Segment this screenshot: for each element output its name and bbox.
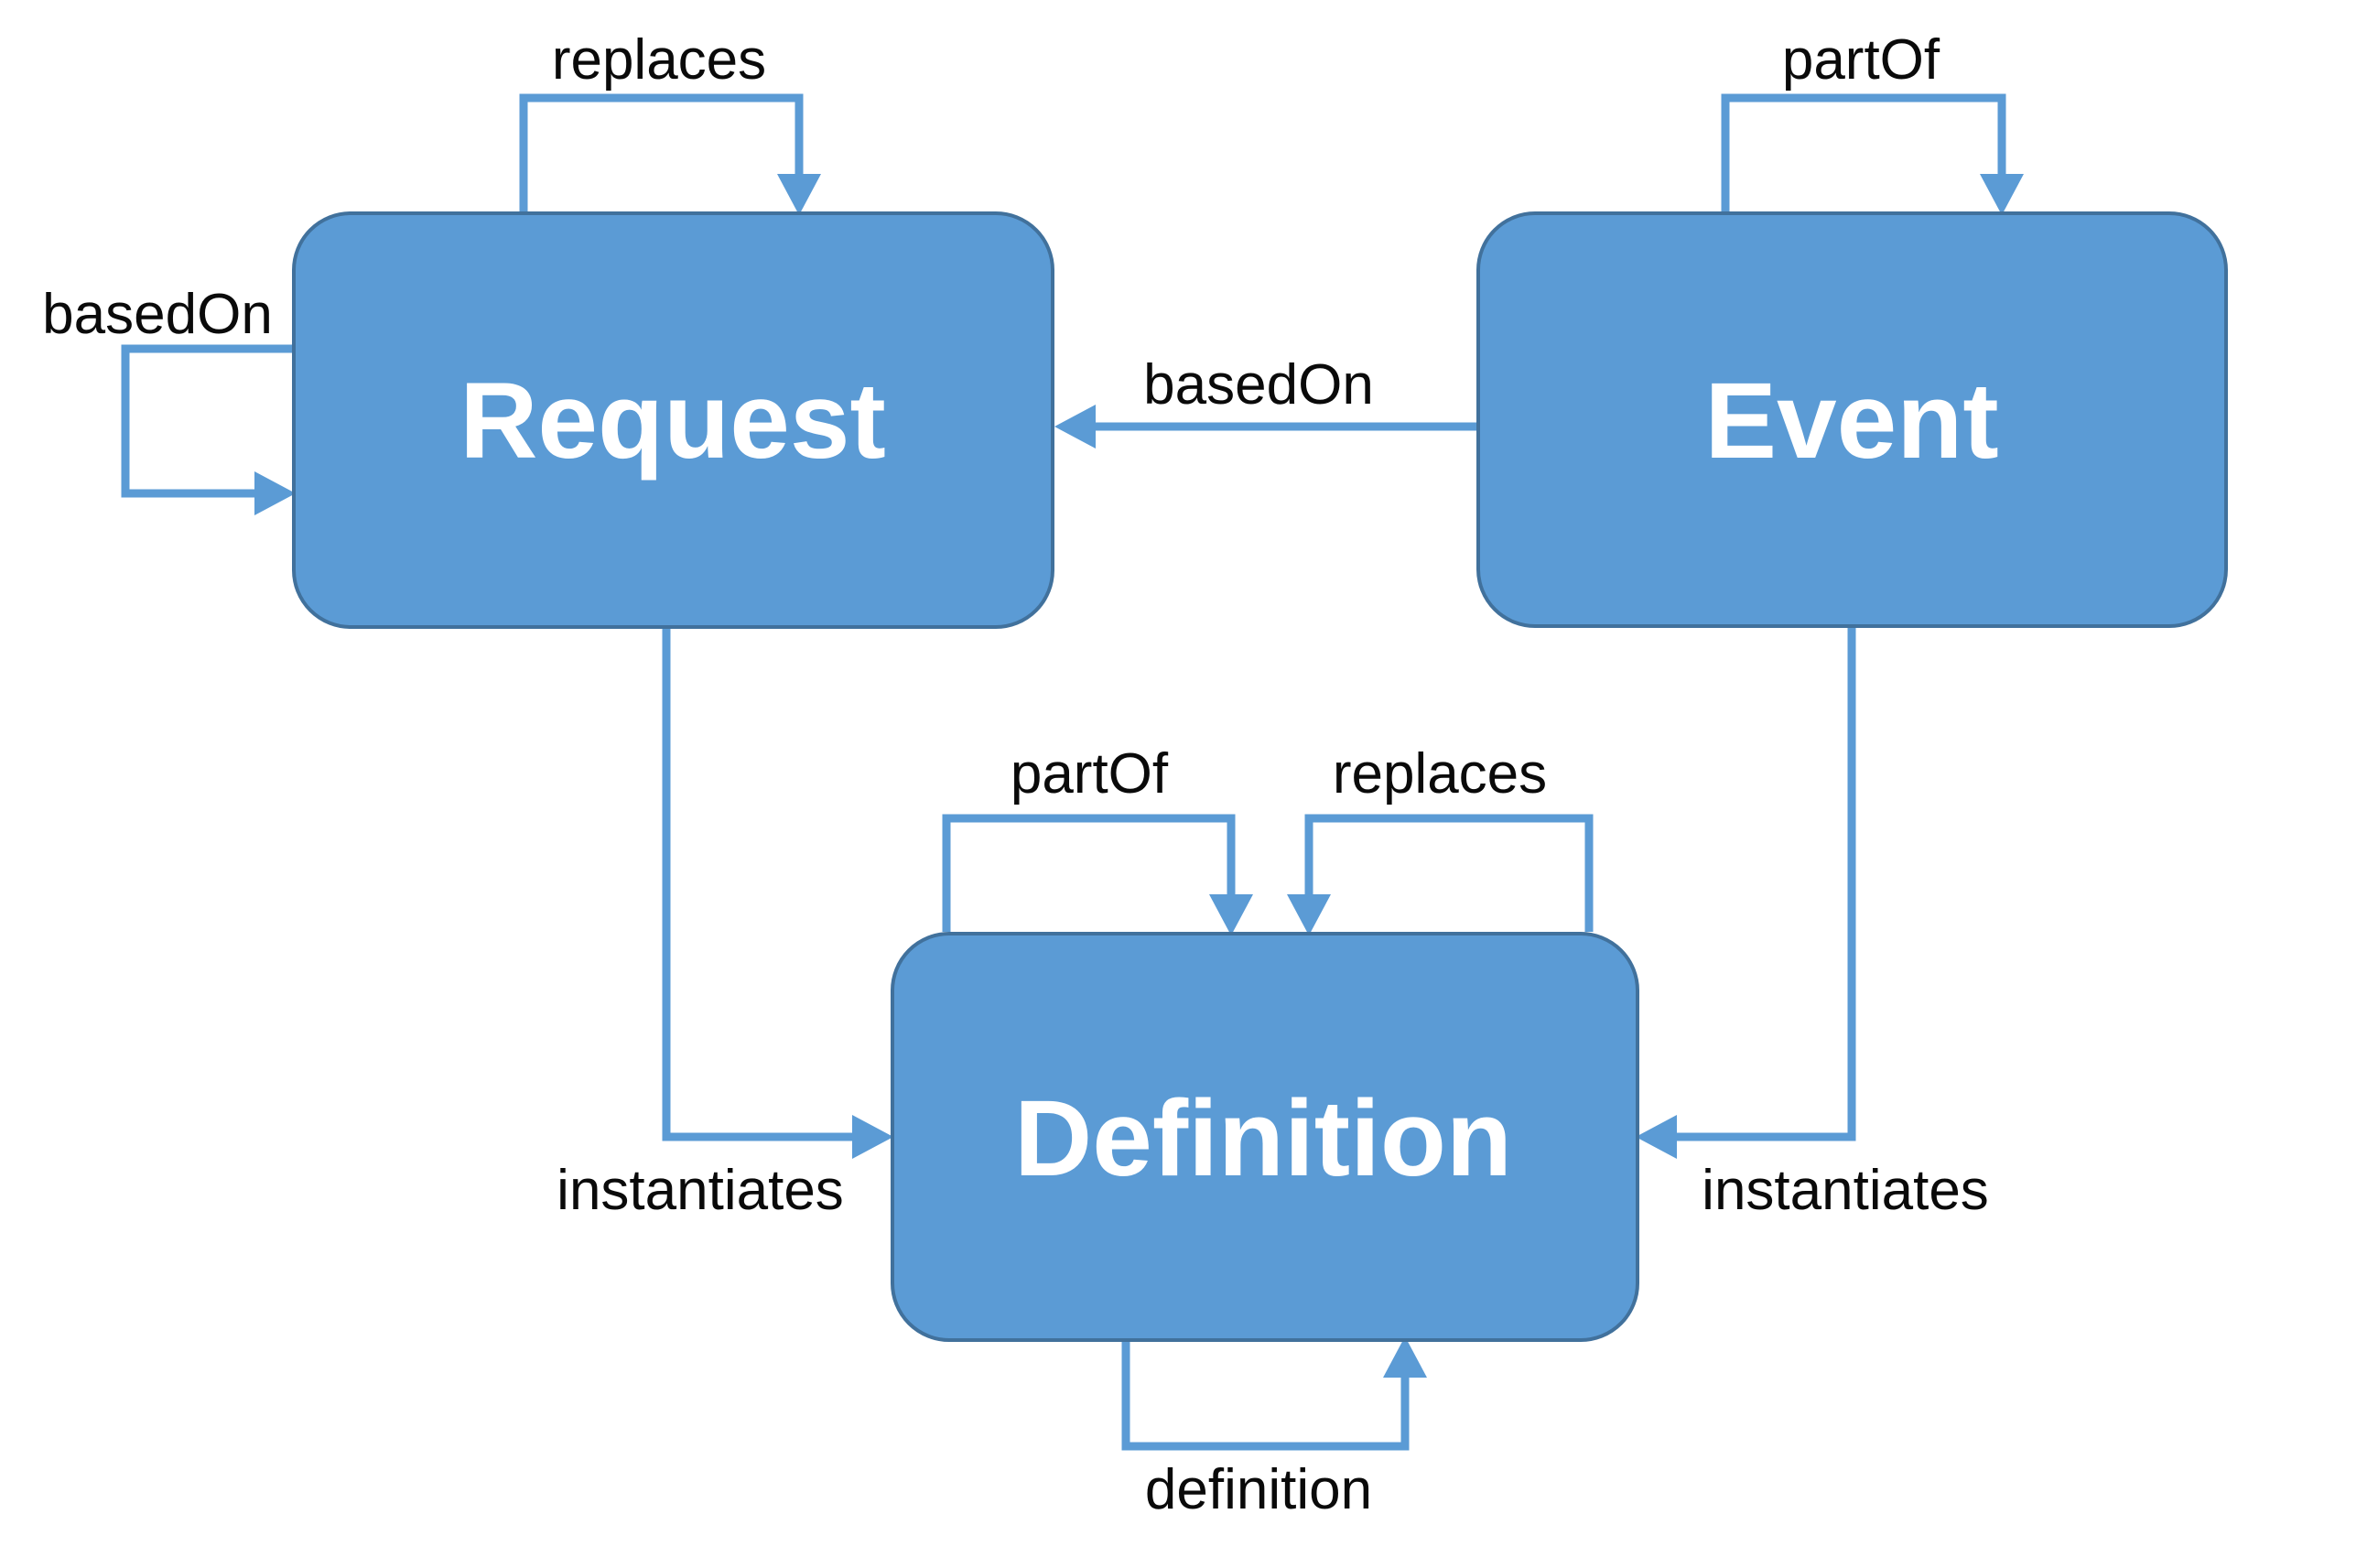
node-event-shape [1476, 211, 2228, 628]
edge-definition-definition-self: definition [1121, 1336, 1427, 1521]
arrowhead-left-icon [1054, 405, 1096, 449]
arrowhead-right-icon [254, 471, 296, 515]
edge-label-basedon: basedOn [1143, 353, 1374, 416]
edge-line [1121, 1340, 1410, 1451]
arrowhead-up-icon [1383, 1336, 1427, 1378]
arrowhead-down-icon [777, 174, 821, 215]
edge-line [1721, 93, 2006, 211]
edge-line [121, 344, 294, 498]
arrowhead-left-icon [1636, 1115, 1677, 1159]
edge-definition-replaces-self: replaces [1287, 742, 1594, 935]
edge-label-replaces: replaces [552, 28, 766, 92]
node-event: Event [1476, 211, 2228, 628]
edge-request-basedon-self: basedOn [42, 283, 296, 515]
edge-label-instantiates: instantiates [1702, 1159, 1989, 1222]
edge-request-instantiates-definition: instantiates [557, 628, 893, 1222]
arrowhead-down-icon [1287, 894, 1331, 935]
edge-label-partof: partOf [1011, 742, 1169, 806]
edge-label-replaces: replaces [1333, 742, 1547, 806]
arrowhead-down-icon [1980, 174, 2024, 215]
edge-label-partof: partOf [1782, 28, 1940, 92]
edge-definition-partof-self: partOf [942, 742, 1253, 935]
node-definition-label: Definition [1014, 1078, 1512, 1199]
edge-event-instantiates-definition: instantiates [1636, 627, 1989, 1222]
edge-label-basedon: basedOn [42, 283, 273, 346]
edge-event-basedon-request: basedOn [1054, 353, 1478, 449]
arrowhead-down-icon [1209, 894, 1253, 935]
edge-event-partof-self: partOf [1721, 28, 2024, 215]
node-request-label: Request [459, 361, 886, 481]
node-request-shape [292, 211, 1054, 629]
edge-line [1304, 814, 1594, 932]
node-definition: Definition [891, 932, 1639, 1342]
edge-line [662, 628, 856, 1141]
edge-line [1673, 627, 1856, 1141]
edge-line [519, 93, 804, 211]
node-definition-shape [891, 932, 1639, 1342]
edge-label-instantiates: instantiates [557, 1159, 844, 1222]
node-request: Request [292, 211, 1054, 629]
edge-request-replaces-self: replaces [519, 28, 821, 215]
arrowhead-right-icon [852, 1115, 893, 1159]
node-event-label: Event [1704, 361, 1998, 481]
edge-line [942, 814, 1236, 932]
edge-label-definition: definition [1145, 1458, 1372, 1521]
